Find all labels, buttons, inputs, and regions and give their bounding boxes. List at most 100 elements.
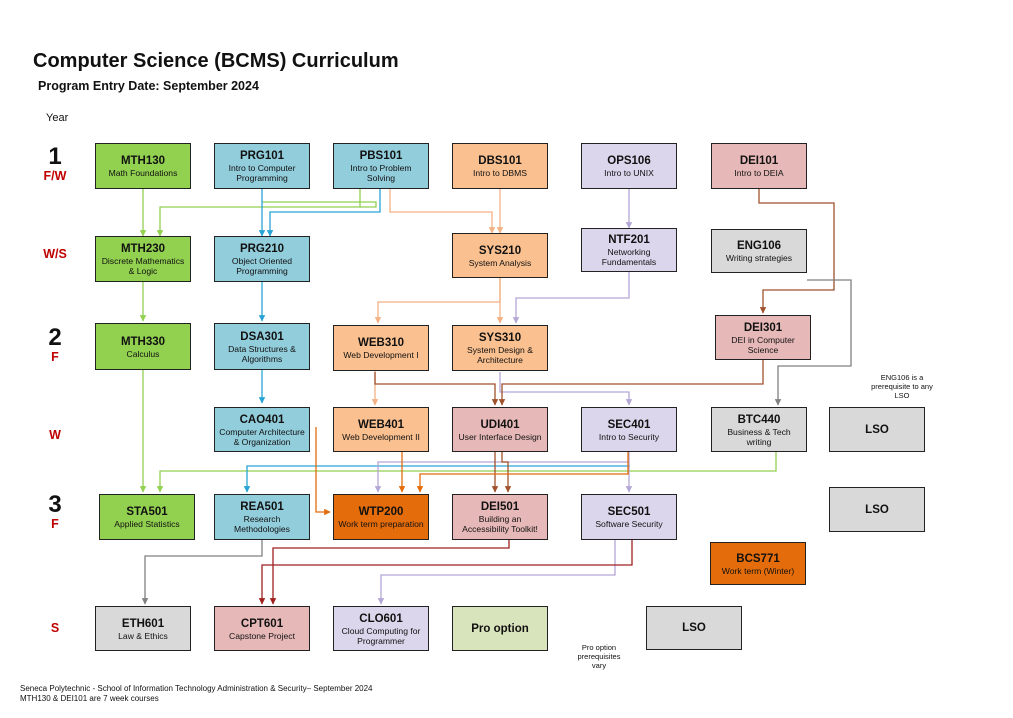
course-code: WTP200 — [358, 506, 404, 518]
course-code: UDI401 — [480, 418, 520, 431]
year-number: 2 — [48, 324, 62, 351]
course-name: Networking Fundamentals — [601, 247, 657, 267]
course-code: CPT601 — [240, 617, 284, 630]
course-code: PBS101 — [359, 150, 403, 162]
course-bcs771[interactable]: BCS771 Work term (Winter) — [710, 542, 806, 585]
course-eth601[interactable]: ETH601 Law & Ethics — [95, 606, 191, 651]
course-mth230[interactable]: MTH230 Discrete Mathematics & Logic — [95, 236, 191, 282]
course-dei101[interactable]: DEI101 Intro to DEIA — [711, 143, 807, 189]
course-web310[interactable]: WEB310 Web Development I — [333, 325, 429, 371]
course-clo601[interactable]: CLO601 Cloud Computing for Programmer — [333, 606, 429, 651]
course-sta501[interactable]: STA501 Applied Statistics — [99, 494, 195, 540]
course-name: Data Structures & Algorithms — [228, 343, 296, 364]
course-lso-1[interactable]: LSO — [829, 407, 925, 452]
course-prg101[interactable]: PRG101 Intro to Computer Programming — [214, 143, 310, 189]
course-pro-option[interactable]: Pro option — [452, 606, 548, 651]
course-code: PRG101 — [239, 150, 285, 162]
course-udi401[interactable]: UDI401 User Interface Design — [452, 407, 548, 452]
course-dsa301[interactable]: DSA301 Data Structures & Algorithms — [214, 323, 310, 370]
course-eng106[interactable]: ENG106 Writing strategies — [711, 229, 807, 273]
course-code: LSO — [865, 503, 889, 516]
course-ops106[interactable]: OPS106 Intro to UNIX — [581, 143, 677, 189]
semester-label: F — [51, 350, 59, 364]
course-code: SYS310 — [478, 332, 522, 344]
course-name: DEI in Computer Science — [731, 334, 795, 355]
row-label-year3: 3 F — [36, 491, 74, 532]
course-code: STA501 — [126, 506, 168, 518]
course-name: Intro to Problem Solving — [350, 163, 412, 183]
course-code: BTC440 — [737, 413, 781, 426]
row-label-w: W — [49, 428, 61, 442]
course-name: User Interface Design — [458, 431, 542, 442]
course-web401[interactable]: WEB401 Web Development II — [333, 407, 429, 452]
course-mth330[interactable]: MTH330 Calculus — [95, 323, 191, 370]
course-name: Web Development I — [343, 350, 419, 360]
footer: Seneca Polytechnic - School of Informati… — [20, 684, 373, 704]
course-code: MTH330 — [120, 335, 166, 348]
course-sys310[interactable]: SYS310 System Design & Architecture — [452, 325, 548, 371]
course-ntf201[interactable]: NTF201 Networking Fundamentals — [581, 228, 677, 272]
page-title: Computer Science (BCMS) Curriculum — [33, 50, 399, 72]
course-rea501[interactable]: REA501 Research Methodologies — [214, 494, 310, 540]
course-name: Building an Accessibility Toolkit! — [462, 514, 538, 534]
course-code: WEB310 — [357, 337, 405, 349]
year-number: 1 — [48, 143, 62, 170]
year-column-label: Year — [46, 112, 69, 124]
course-name: System Analysis — [468, 257, 532, 268]
course-name: Applied Statistics — [114, 519, 180, 529]
course-name: System Design & Architecture — [467, 345, 533, 365]
course-name: Discrete Mathematics & Logic — [101, 256, 185, 276]
course-dei501[interactable]: DEI501 Building an Accessibility Toolkit… — [452, 494, 548, 540]
course-prg210[interactable]: PRG210 Object Oriented Programming — [214, 236, 310, 282]
course-code: CAO401 — [239, 413, 285, 426]
course-name: Calculus — [126, 348, 160, 359]
course-code: Pro option — [471, 622, 529, 635]
course-name: Object Oriented Programming — [231, 256, 293, 276]
course-code: NTF201 — [608, 234, 650, 246]
course-name: Capstone Project — [229, 630, 295, 641]
course-sec501[interactable]: SEC501 Software Security — [581, 494, 677, 540]
course-sys210[interactable]: SYS210 System Analysis — [452, 233, 548, 278]
course-sec401[interactable]: SEC401 Intro to Security — [581, 407, 677, 452]
eng106-prerequisite-note: ENG106 is a prerequisite to any LSO — [871, 373, 933, 400]
course-code: CLO601 — [359, 612, 403, 625]
year-number: 3 — [48, 491, 62, 518]
course-name: Work term preparation — [338, 519, 424, 529]
course-name: Intro to DBMS — [473, 168, 527, 178]
course-lso-3[interactable]: LSO — [646, 606, 742, 650]
row-label-year1: 1 F/W — [36, 143, 74, 184]
course-code: DSA301 — [240, 330, 284, 343]
course-name: Computer Architecture & Organization — [219, 426, 305, 447]
course-code: MTH130 — [120, 155, 166, 167]
course-wtp200[interactable]: WTP200 Work term preparation — [333, 494, 429, 540]
course-code: SEC501 — [607, 506, 651, 518]
course-code: SYS210 — [478, 244, 522, 257]
course-lso-2[interactable]: LSO — [829, 487, 925, 532]
course-code: DEI301 — [743, 321, 783, 334]
course-code: DBS101 — [478, 155, 522, 167]
course-btc440[interactable]: BTC440 Business & Tech writing — [711, 407, 807, 452]
course-name: Intro to Security — [598, 431, 660, 442]
course-name: Math Foundations — [108, 168, 178, 178]
course-cpt601[interactable]: CPT601 Capstone Project — [214, 606, 310, 651]
row-label-s: S — [50, 621, 60, 635]
course-dei301[interactable]: DEI301 DEI in Computer Science — [715, 315, 811, 360]
course-code: OPS106 — [607, 155, 651, 167]
course-name: Law & Ethics — [118, 630, 168, 641]
course-name: Cloud Computing for Programmer — [341, 625, 421, 646]
course-name: Research Methodologies — [234, 514, 290, 534]
semester-label: F — [51, 517, 59, 531]
course-name: Writing strategies — [725, 253, 793, 263]
course-name: Intro to DEIA — [734, 168, 784, 178]
course-name: Software Security — [595, 519, 663, 529]
row-label-ws: W/S — [43, 247, 67, 261]
course-code: WEB401 — [357, 418, 405, 431]
course-mth130[interactable]: MTH130 Math Foundations — [95, 143, 191, 189]
pro-option-note: Pro option prerequisites vary — [577, 643, 621, 670]
page-subtitle: Program Entry Date: September 2024 — [38, 79, 259, 93]
course-dbs101[interactable]: DBS101 Intro to DBMS — [452, 143, 548, 189]
footer-line-1: Seneca Polytechnic - School of Informati… — [20, 684, 373, 693]
course-cao401[interactable]: CAO401 Computer Architecture & Organizat… — [214, 407, 310, 452]
course-pbs101[interactable]: PBS101 Intro to Problem Solving — [333, 143, 429, 189]
